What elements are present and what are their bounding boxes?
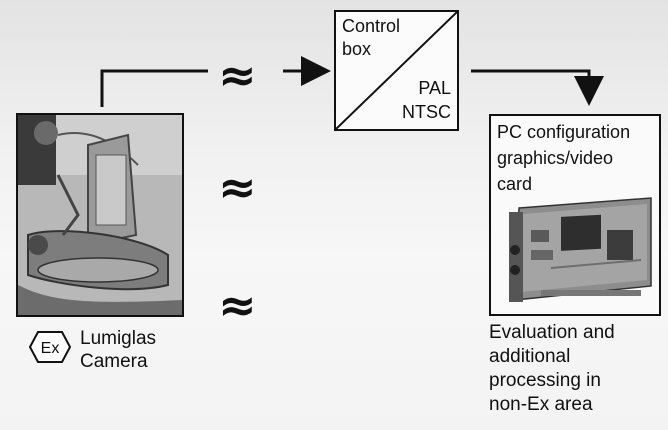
camera-label-line1: Lumiglas [80,328,157,349]
control-box-label-line1: Control [342,16,401,36]
pc-card-label-line3: card [497,174,533,194]
svg-text:Ex: Ex [41,340,60,357]
pc-card-image [509,197,652,302]
control-box-ntsc: NTSC [402,102,451,122]
evaluation-label-line3: processing in [489,370,601,391]
camera-photo [16,113,184,317]
transmission-wave-icon: ≈ [218,48,256,102]
evaluation-label-line1: Evaluation and [489,322,615,343]
ex-hazard-icon: Ex [28,331,72,363]
camera-label-line2: Camera [80,351,148,372]
control-box-label-line2: box [342,39,372,59]
control-box: Control box PAL NTSC [334,10,459,131]
pc-card-panel: PC configuration graphics/video card [489,114,661,316]
camera-signal-line [100,69,208,107]
evaluation-label-line2: additional [489,346,571,367]
transmission-wave-icon: ≈ [218,160,256,214]
evaluation-label-line4: non-Ex area [489,394,593,415]
control-box-pal: PAL [418,78,451,98]
transmission-wave-icon: ≈ [218,278,256,332]
control-box-diagonal [336,12,457,129]
pc-card-label-line1: PC configuration [497,122,631,142]
pc-card-label-line2: graphics/video [497,148,614,168]
arrow-to-pc-card [471,69,604,106]
